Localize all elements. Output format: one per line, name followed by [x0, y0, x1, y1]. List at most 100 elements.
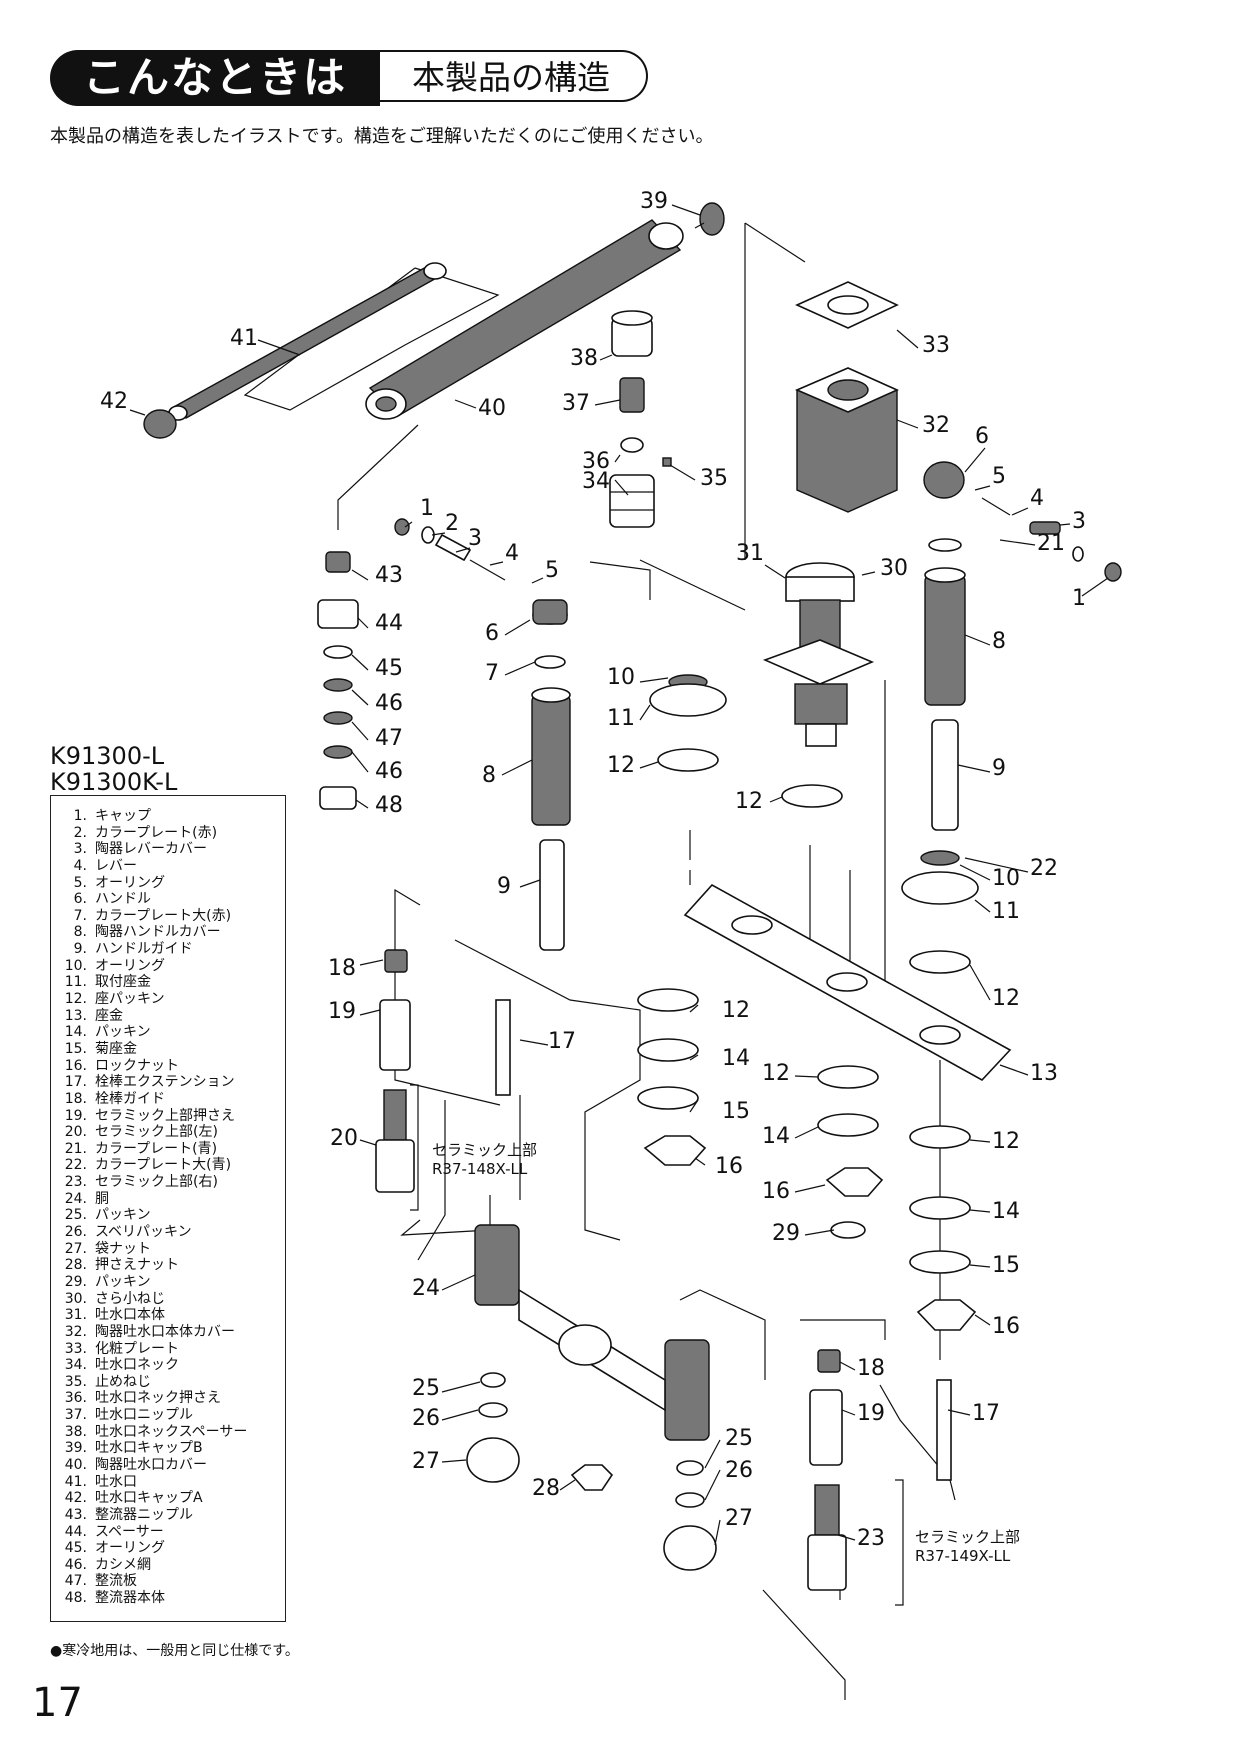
parts-list-item: 13.座金 [59, 1008, 247, 1025]
parts-list-item: 18.栓棒ガイド [59, 1091, 247, 1108]
left-handle-parts [394, 518, 571, 951]
part-name: オーリング [95, 1540, 165, 1557]
aerator-stack [317, 551, 359, 810]
part-number: 43. [64, 1506, 87, 1523]
callout-number: 36 [582, 449, 610, 474]
callout-number: 12 [607, 753, 635, 778]
ceramic-right-code: R37-149X-LL [915, 1547, 1011, 1565]
part-number: 28. [64, 1257, 87, 1274]
part-number: 32. [64, 1323, 87, 1340]
parts-list-item: 37.吐水口ニップル [59, 1407, 247, 1424]
callout-number: 47 [375, 726, 403, 751]
parts-list-item: 39.吐水口キャップB [59, 1440, 247, 1457]
callout-number: 9 [497, 874, 511, 899]
part-name: スベリパッキン [95, 1224, 192, 1241]
callout-leader [129, 409, 146, 416]
callout-number: 29 [772, 1221, 800, 1246]
part-name: カラープレート大(赤) [95, 907, 232, 924]
callout-leader [896, 329, 919, 349]
callout-leader [974, 485, 991, 491]
parts-list-item: 9.ハンドルガイド [59, 941, 247, 958]
callout-number: 5 [545, 558, 559, 583]
part-name: 吐水口本体 [95, 1307, 165, 1324]
callout-leader [351, 654, 369, 671]
parts-list-item: 7.カラープレート大(赤) [59, 908, 247, 925]
part-number: 38. [64, 1423, 87, 1440]
part-number: 16. [64, 1057, 87, 1074]
callout-number: 45 [375, 656, 403, 681]
callout-number: 27 [725, 1506, 753, 1531]
ceramic-left-code: R37-148X-LL [432, 1160, 528, 1178]
parts-list-item: 46.カシメ網 [59, 1557, 247, 1574]
ceramic-body-cover-32 [794, 367, 899, 513]
callout-number: 19 [328, 999, 356, 1024]
callout-leader [441, 1409, 479, 1421]
callout-leader [964, 634, 991, 646]
parts-list-item: 26.スベリパッキン [59, 1224, 247, 1241]
part-number: 31. [64, 1307, 87, 1324]
part-number: 13. [64, 1007, 87, 1024]
parts-list-item: 25.パッキン [59, 1207, 247, 1224]
callout-leader [357, 617, 369, 629]
callout-number: 1 [1072, 586, 1086, 611]
callout-leader [839, 1361, 856, 1371]
ceramic-cartridge-right [807, 1349, 952, 1591]
part-number: 35. [64, 1373, 87, 1390]
callout-number: 2 [445, 511, 459, 536]
callout-leader [359, 1139, 377, 1146]
parts-list-item: 47.整流板 [59, 1573, 247, 1590]
callout-number: 22 [1030, 856, 1058, 881]
callout-leader [959, 864, 991, 881]
parts-list-item: 38.吐水口ネックスペーサー [59, 1423, 248, 1441]
model-number-1: K91300-L [50, 742, 165, 770]
part-name: 押さえナット [95, 1257, 179, 1274]
callout-number: 44 [375, 611, 403, 636]
part-number: 47. [64, 1573, 87, 1590]
part-name: さら小ねじ [95, 1290, 165, 1307]
callout-leader [764, 564, 786, 579]
part-number: 41. [64, 1473, 87, 1490]
callout-number: 12 [762, 1061, 790, 1086]
callout-leader [441, 1274, 476, 1291]
footnote: ●寒冷地用は、一般用と同じ仕様です。 [50, 1643, 299, 1659]
callout-number: 8 [482, 763, 496, 788]
part-name: カラープレート(青) [95, 1140, 218, 1157]
part-number: 9. [73, 941, 87, 958]
part-number: 29. [64, 1273, 87, 1290]
assembly-guide-lines [243, 222, 956, 1700]
callout-number: 21 [1037, 531, 1065, 556]
part-number: 14. [64, 1024, 87, 1041]
callout-number: 37 [562, 391, 590, 416]
callout-number: 15 [992, 1253, 1020, 1278]
callout-leader [359, 1009, 381, 1016]
parts-list-item: 14. パッキン [59, 1024, 247, 1041]
parts-list-item: 24.胴 [59, 1191, 247, 1208]
part-number: 4. [73, 857, 87, 874]
callout-leader [896, 419, 919, 429]
callout-number: 18 [328, 956, 356, 981]
part-name: パッキン [95, 1024, 151, 1041]
parts-list-item: 28. 押さえナット [59, 1257, 247, 1274]
callout-number: 41 [230, 326, 258, 351]
page-number: 17 [32, 1680, 83, 1726]
parts-list-item: 6.ハンドル [59, 891, 247, 908]
callout-number: 12 [992, 1129, 1020, 1154]
callout-number: 5 [992, 464, 1006, 489]
callout-leader [639, 677, 669, 683]
parts-list-item: 23.セラミック上部(右) [59, 1174, 247, 1191]
callout-leader [669, 464, 696, 481]
callout-number: 17 [972, 1401, 1000, 1426]
parts-list-item: 29.パッキン [59, 1274, 247, 1291]
part-name: 袋ナット [95, 1240, 151, 1257]
callout-number: 12 [992, 986, 1020, 1011]
callout-leader [614, 454, 621, 463]
part-name: 栓棒エクステンション [95, 1074, 235, 1091]
part-number: 37. [64, 1407, 87, 1424]
callout-number: 42 [100, 389, 128, 414]
part-number: 27. [64, 1240, 87, 1257]
part-name: キャップ [95, 808, 151, 824]
callout-leader [639, 761, 659, 769]
part-name: 菊座金 [95, 1040, 137, 1057]
callout-leader [594, 399, 621, 406]
